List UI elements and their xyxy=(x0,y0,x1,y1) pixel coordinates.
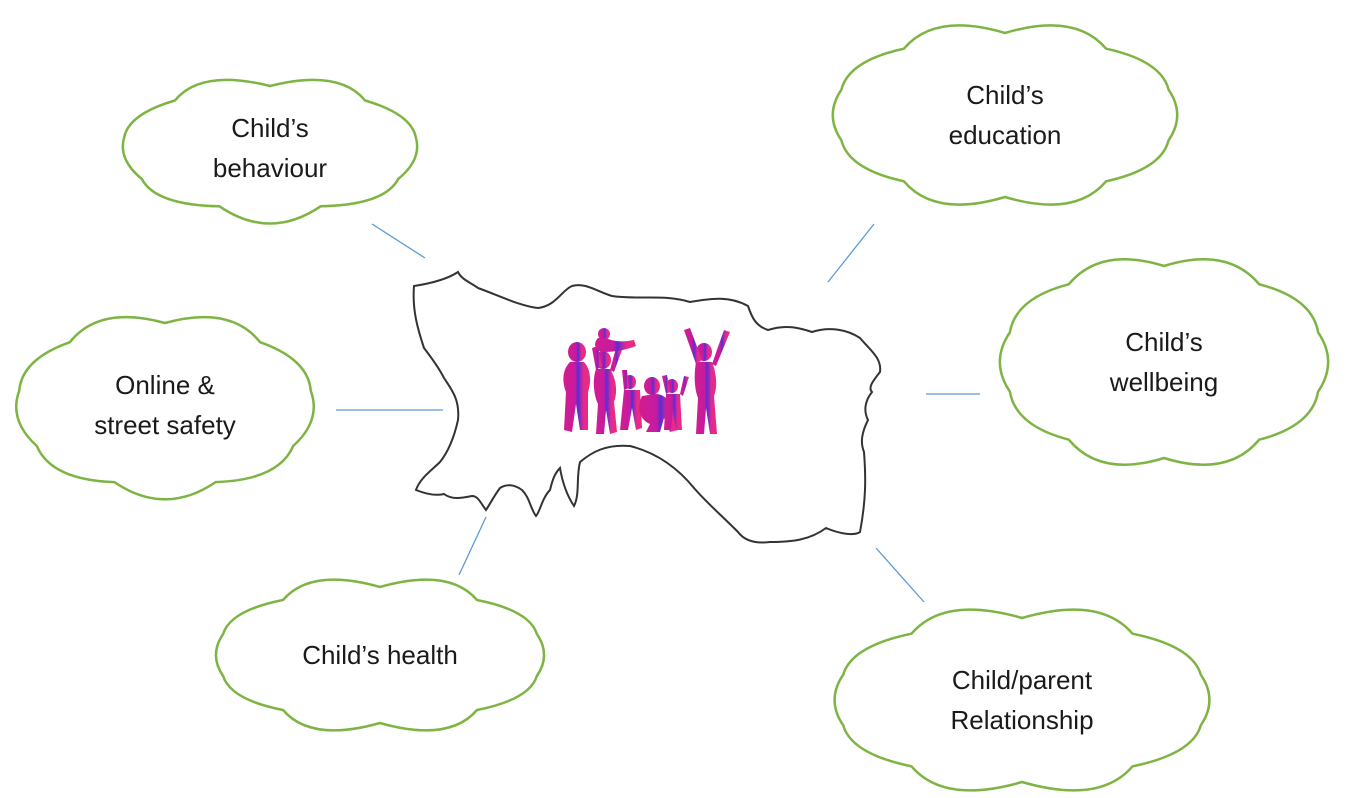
cloud-label-behaviour-line-1: Child’s xyxy=(231,113,309,143)
cloud-label-education-line-1: Child’s xyxy=(966,80,1044,110)
island-outline xyxy=(412,270,882,544)
connector-behaviour xyxy=(371,223,426,259)
cloud-label-wellbeing-line-1: Child’s xyxy=(1125,327,1203,357)
island-map xyxy=(412,270,882,544)
cloud-label-relationship-line-2: Relationship xyxy=(950,705,1093,735)
connector-health xyxy=(458,516,487,576)
connector-relationship xyxy=(875,547,925,603)
cloud-label-education-line-2: education xyxy=(949,120,1062,150)
cloud-health: Child’s health xyxy=(214,578,546,732)
cloud-shape-health xyxy=(214,578,546,732)
cloud-behaviour: Child’s behaviour xyxy=(121,78,419,225)
cloud-safety: Online & street safety xyxy=(15,315,315,501)
family-silhouette-icon xyxy=(563,328,730,434)
cloud-shape-safety xyxy=(15,315,315,501)
cloud-shape-behaviour xyxy=(121,78,419,225)
cloud-label-safety-line-1: Online & xyxy=(115,370,215,400)
cloud-label-wellbeing-line-2: wellbeing xyxy=(1109,367,1218,397)
cloud-education: Child’s education xyxy=(831,24,1179,206)
cloud-label-health-line-1: Child’s health xyxy=(302,640,458,670)
cloud-shape-relationship xyxy=(833,608,1211,792)
clouds-layer: Child’sbehaviourChild’seducationChild’sw… xyxy=(15,24,1330,792)
cloud-shape-wellbeing xyxy=(998,258,1330,466)
connectors xyxy=(336,223,980,603)
connector-education xyxy=(827,223,875,283)
cloud-label-behaviour-line-2: behaviour xyxy=(213,153,328,183)
cloud-label-safety-line-2: street safety xyxy=(94,410,236,440)
cloud-label-relationship-line-1: Child/parent xyxy=(952,665,1093,695)
cloud-wellbeing: Child’s wellbeing xyxy=(998,258,1330,466)
cloud-shape-education xyxy=(831,24,1179,206)
